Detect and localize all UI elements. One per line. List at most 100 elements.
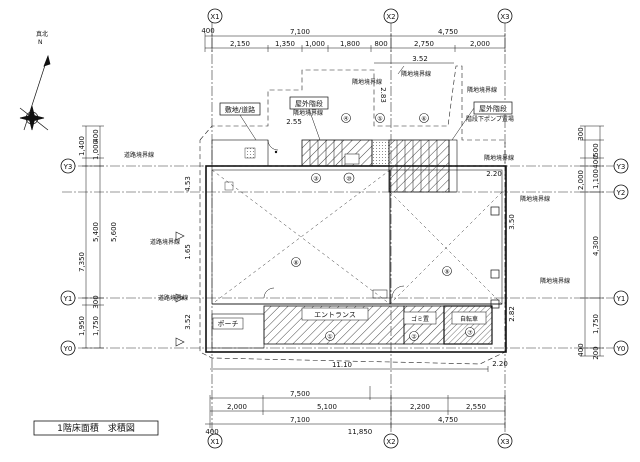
drawing-caption: 1階床面積 求積図 [57,422,135,434]
grid-markers [60,8,629,449]
dim-left-1400: 1,400 [78,136,86,156]
grid-marker-y0-left [60,340,76,356]
porch-zone [211,313,265,349]
label-adj-boundary-6: 隣地境界線 [520,195,550,203]
grid-lines [62,22,614,432]
interior-wall [211,169,503,305]
dim-left-400: 400 [92,129,100,142]
dim-top-2000: 2,000 [470,40,490,48]
dim-top-283: 2.83 [379,87,387,103]
dim-bot-5100: 5,100 [317,403,337,411]
dim-right-1750: 1,750 [592,314,600,334]
dim-bot-11850: 11,850 [348,428,373,436]
area-marker-10: ⑩ [346,176,351,183]
dim-in-352: 3.52 [184,314,192,330]
site-boundary [199,65,506,365]
dim-bot-400: 400 [205,428,218,436]
north-n-label: N [38,39,43,46]
dim-top-800: 800 [374,40,387,48]
label-outdoor-stairs-1: 屋外階段 [295,99,323,108]
dim-top-255: 2.55 [286,118,302,126]
dim-top-2750: 2,750 [414,40,434,48]
caption-box [33,420,159,436]
grid-marker-x1-bottom [207,433,223,449]
dim-in-282: 2.82 [508,306,516,322]
dim-top-1350: 1,350 [275,40,295,48]
grid-marker-y3-right [613,158,629,174]
north-arrow-icon [19,54,51,131]
dim-right-400: 400 [592,155,600,168]
dim-left-5600: 5,600 [110,222,118,242]
grid-label-y1-right: Y1 [616,295,626,303]
dim-right-400b: 400 [577,343,585,356]
top-dimension-lines [204,33,506,64]
label-road-boundary-1: 道路境界線 [124,151,154,159]
area-marker-8: ⑧ [293,260,298,267]
bottom-dimension-lines [205,366,506,428]
grid-marker-x1-top [207,8,223,24]
dim-bot-4750: 4,750 [438,416,458,424]
stair-treads [309,140,438,192]
area-marker-5: ⑤ [377,116,382,123]
label-adj-boundary-3: 隣地境界線 [467,86,497,94]
area-marker-1: ① [327,334,332,341]
dim-bot-220: 2.20 [492,360,508,368]
grid-label-x2-bottom: X2 [386,438,395,446]
label-road-boundary-3: 道路境界線 [158,294,188,302]
area-marker-9: ⑨ [444,269,449,276]
grid-label-y3-left: Y3 [63,163,73,171]
grid-marker-y1-right [613,290,629,306]
dim-left-5400: 5,400 [92,222,100,242]
area-marker-7: ⑦ [467,330,473,337]
dim-in-453: 4.53 [184,176,192,192]
label-road-boundary-2: 道路境界線 [150,238,180,246]
dim-in-220: 2.20 [486,170,502,178]
dim-in-350: 3.50 [508,214,516,230]
label-adj-boundary-7: 隣地境界線 [540,277,570,285]
dim-right-2000: 2,000 [577,170,585,190]
dim-right-1100: 1,100 [592,169,600,189]
grid-label-x2-top: X2 [386,13,395,21]
grid-marker-x2-top [383,8,399,24]
area-marker-6: ⑥ [421,116,426,123]
grid-label-y3-right: Y3 [616,163,626,171]
label-storage-1: ゴミ置 [411,315,429,323]
label-adj-boundary-1: 隣地境界線 [401,70,431,78]
dim-bot-1110: 11.10 [332,361,352,369]
outdoor-stairs-zone-1 [301,139,373,167]
area-marker-2: ② [411,334,417,341]
label-outdoor-stairs-2: 屋外階段 [479,104,507,113]
dim-left-1950: 1,950 [78,316,86,336]
grid-marker-x3-bottom [497,433,513,449]
dim-top-2150: 2,150 [230,40,250,48]
label-porch: ポーチ [218,320,239,328]
grid-marker-y3-left [60,158,76,174]
dim-bot-7100: 7,100 [290,416,310,424]
grid-label-x3-bottom: X3 [500,438,509,446]
label-stairs-pump: 階段下ポンプ置場 [466,115,514,123]
dim-right-500: 500 [592,143,600,156]
dim-top-4750: 4,750 [438,28,458,36]
area-diagonals [200,165,505,305]
dim-in-165: 1.65 [184,244,192,260]
dim-top-1000: 1,000 [305,40,325,48]
outdoor-stairs-zone-2 [388,139,450,193]
label-site-road-boundary: 敷地/道路 [225,105,255,114]
area-marker-3: ③ [313,176,318,183]
dim-bot-2550: 2,550 [466,403,486,411]
dim-right-300: 300 [577,127,585,140]
dim-right-4300: 4,300 [592,236,600,256]
dim-top-352: 3.52 [412,55,428,63]
dim-right-200: 200 [592,346,600,359]
storage-zone-2 [443,305,493,345]
right-dimension-lines [580,125,604,357]
grid-marker-x3-top [497,8,513,24]
grid-marker-x2-bottom [383,433,399,449]
label-storage-2: 自転車 [460,315,478,323]
dim-top-1800: 1,800 [340,40,360,48]
grid-label-y1-left: Y1 [63,295,73,303]
label-entrance: エントランス [314,311,356,319]
grid-label-x1-bottom: X1 [210,438,219,446]
dim-left-300: 300 [92,295,100,308]
